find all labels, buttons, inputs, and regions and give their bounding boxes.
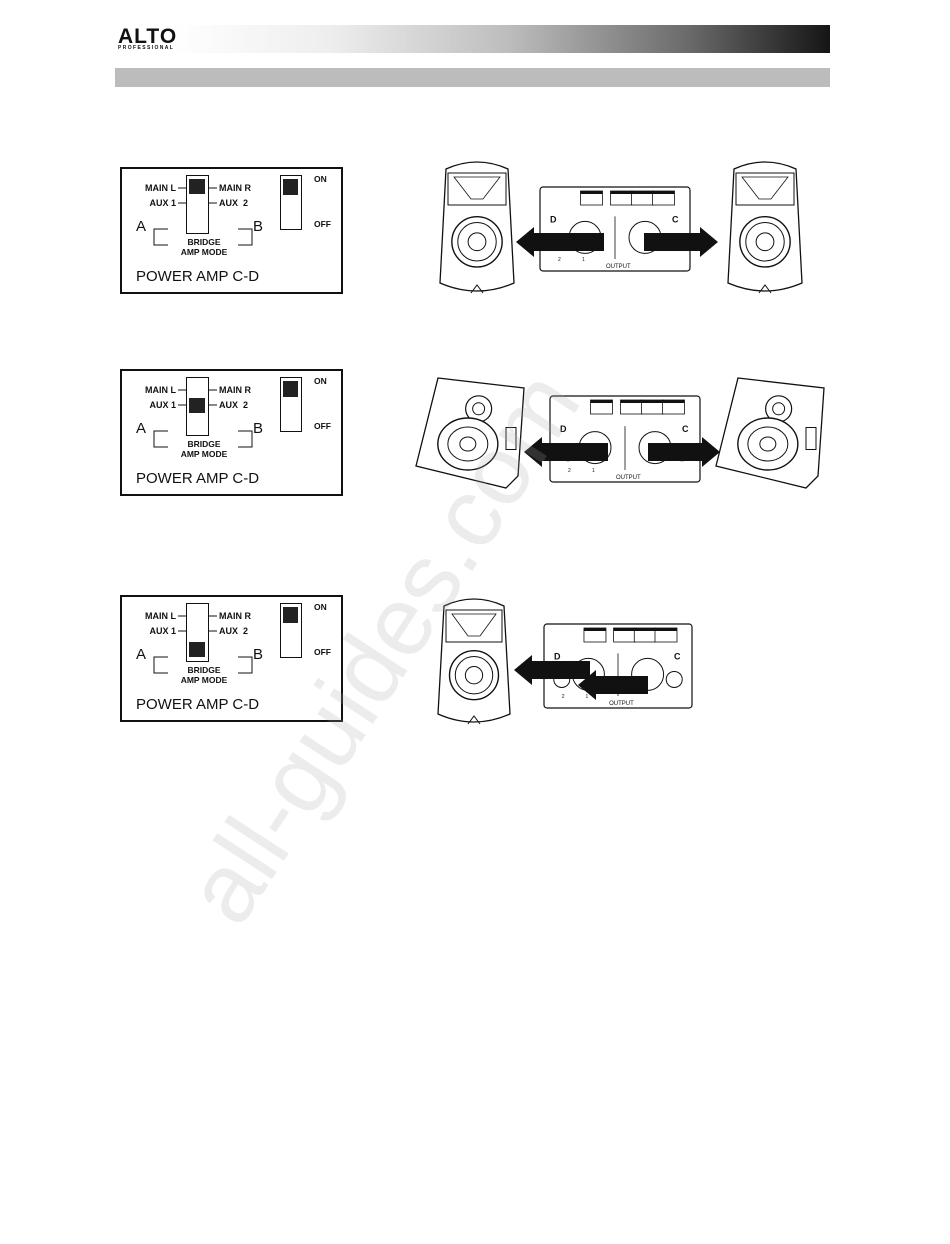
binding-post-top	[634, 628, 656, 631]
channel-c-label: C	[674, 651, 681, 661]
jack-2-label: 2	[558, 257, 561, 263]
power-toggle[interactable]	[280, 603, 302, 658]
amp-mode-label: AMP MODE	[174, 449, 234, 459]
b-label: B	[253, 647, 263, 662]
channel-d-label: D	[554, 651, 561, 661]
aux-1-label: AUX 1	[132, 626, 176, 636]
jack-1-label: 1	[582, 257, 585, 263]
bridge-label: BRIDGE	[174, 439, 234, 449]
toggle-knob	[283, 607, 298, 623]
panel-title: POWER AMP C-D	[136, 269, 259, 285]
dust-cap	[760, 437, 776, 451]
a-label: A	[136, 421, 146, 436]
switch-knob	[189, 642, 205, 657]
jack-2-label: 2	[562, 694, 565, 700]
a-label: A	[136, 219, 146, 234]
aux-2-label: AUX 2	[219, 198, 248, 208]
alto-logo: ALTO PROFESSIONAL	[118, 26, 198, 52]
binding-post-top	[614, 628, 636, 631]
output-label: OUTPUT	[609, 701, 634, 707]
speaker-left	[440, 162, 514, 293]
main-r-label: MAIN R	[219, 183, 251, 193]
channel-d-label: D	[550, 214, 557, 224]
power-amp-panel-1: MAIN L AUX 1 MAIN R AUX 2 A B BRIDGE AMP…	[120, 167, 343, 294]
output-illustration-1: D C OUTPUT 1 2	[432, 155, 812, 305]
speaker-right	[728, 162, 802, 293]
toggle-knob	[283, 179, 298, 195]
power-toggle[interactable]	[280, 175, 302, 230]
on-label: ON	[314, 174, 327, 184]
bridge-mode-switch[interactable]	[186, 377, 209, 436]
dust-cap	[756, 233, 774, 251]
amp-output-panel: D C OUTPUT 1 2	[540, 187, 690, 271]
main-l-label: MAIN L	[132, 385, 176, 395]
dust-cap	[468, 233, 486, 251]
section-bar	[115, 68, 830, 87]
off-label: OFF	[314, 421, 331, 431]
switch-knob	[189, 398, 205, 413]
toggle-knob	[283, 381, 298, 397]
jack-1-label: 1	[585, 694, 588, 700]
output-illustration-3: D C OUTPUT 1 2	[432, 590, 702, 735]
b-label: B	[253, 421, 263, 436]
panel-title: POWER AMP C-D	[136, 471, 259, 487]
binding-post-top	[584, 628, 606, 631]
header-gradient-bar	[115, 25, 830, 53]
binding-post-top	[632, 191, 654, 194]
amp-mode-label: AMP MODE	[174, 247, 234, 257]
bridge-label: BRIDGE	[174, 665, 234, 675]
logo-subtitle: PROFESSIONAL	[118, 45, 174, 51]
jack-2-label: 2	[568, 468, 571, 474]
bridge-mode-switch[interactable]	[186, 603, 209, 662]
channel-c-label: C	[672, 214, 679, 224]
handle-icon	[806, 428, 816, 450]
jack-1-label: 1	[592, 468, 595, 474]
on-label: ON	[314, 602, 327, 612]
main-l-label: MAIN L	[132, 611, 176, 621]
binding-post-top	[642, 400, 664, 403]
switch-knob	[189, 179, 205, 194]
b-label: B	[253, 219, 263, 234]
binding-post-top	[581, 191, 603, 194]
bridge-label: BRIDGE	[174, 237, 234, 247]
binding-post-top	[655, 628, 677, 631]
off-label: OFF	[314, 219, 331, 229]
aux-1-label: AUX 1	[132, 198, 176, 208]
a-label: A	[136, 647, 146, 662]
output-label: OUTPUT	[606, 264, 631, 270]
power-toggle[interactable]	[280, 377, 302, 432]
aux-2-label: AUX 2	[219, 400, 248, 410]
jack-c2	[666, 671, 682, 687]
main-r-label: MAIN R	[219, 385, 251, 395]
aux-2-label: AUX 2	[219, 626, 248, 636]
panel-title: POWER AMP C-D	[136, 697, 259, 713]
binding-post-top	[621, 400, 643, 403]
output-label: OUTPUT	[616, 475, 641, 481]
tweeter-dome	[773, 403, 785, 415]
monitor-right	[716, 378, 824, 488]
amp-mode-label: AMP MODE	[174, 675, 234, 685]
main-r-label: MAIN R	[219, 611, 251, 621]
main-l-label: MAIN L	[132, 183, 176, 193]
logo-brand: ALTO	[118, 26, 177, 47]
aux-1-label: AUX 1	[132, 400, 176, 410]
binding-post-top	[663, 400, 685, 403]
channel-c-label: C	[682, 424, 689, 434]
binding-post-top	[653, 191, 675, 194]
power-amp-panel-2: MAIN L AUX 1 MAIN R AUX 2 A B BRIDGE AMP…	[120, 369, 343, 496]
dust-cap	[465, 667, 482, 684]
binding-post-top	[611, 191, 633, 194]
on-label: ON	[314, 376, 327, 386]
bridge-mode-switch[interactable]	[186, 175, 209, 234]
